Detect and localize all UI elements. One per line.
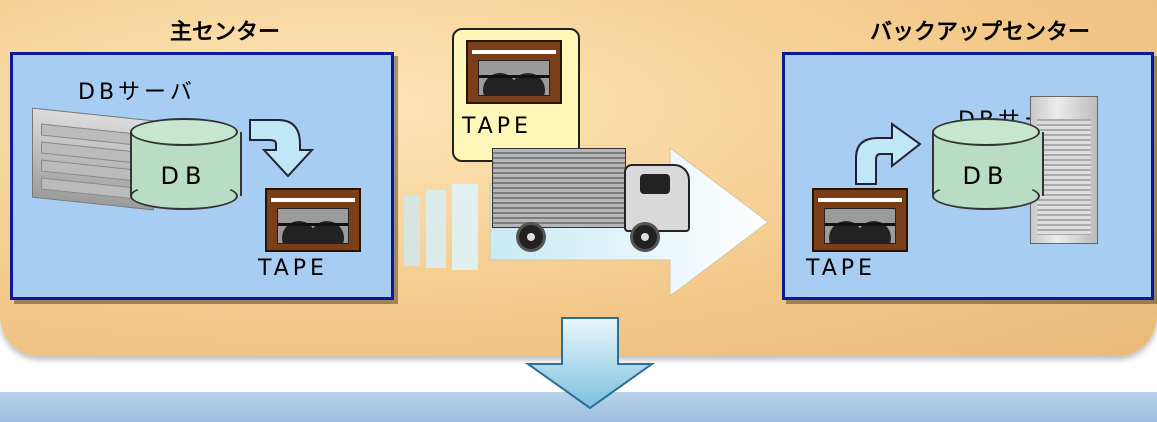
backup-center-title: バックアップセンター	[820, 14, 1140, 46]
backup-tape-label: TAPE	[806, 256, 876, 281]
main-center-title: 主センター	[150, 14, 300, 46]
transport-tape-icon	[466, 40, 562, 104]
main-db-label: DB	[130, 162, 238, 190]
main-db-cylinder-icon: DB	[130, 118, 238, 210]
backup-db-cylinder-icon: DB	[932, 118, 1040, 210]
main-server-label: DBサーバ	[78, 74, 196, 106]
backup-tape-icon	[812, 188, 908, 252]
down-arrow-icon	[522, 316, 658, 410]
main-tape-label: TAPE	[258, 256, 328, 281]
backup-db-label: DB	[932, 162, 1040, 190]
curved-arrow-down-icon	[248, 114, 320, 180]
bubble-tape-label: TAPE	[462, 114, 532, 139]
tape-speech-bubble: TAPE	[452, 28, 580, 162]
curved-arrow-up-icon	[852, 118, 924, 186]
main-tape-icon	[265, 188, 361, 252]
